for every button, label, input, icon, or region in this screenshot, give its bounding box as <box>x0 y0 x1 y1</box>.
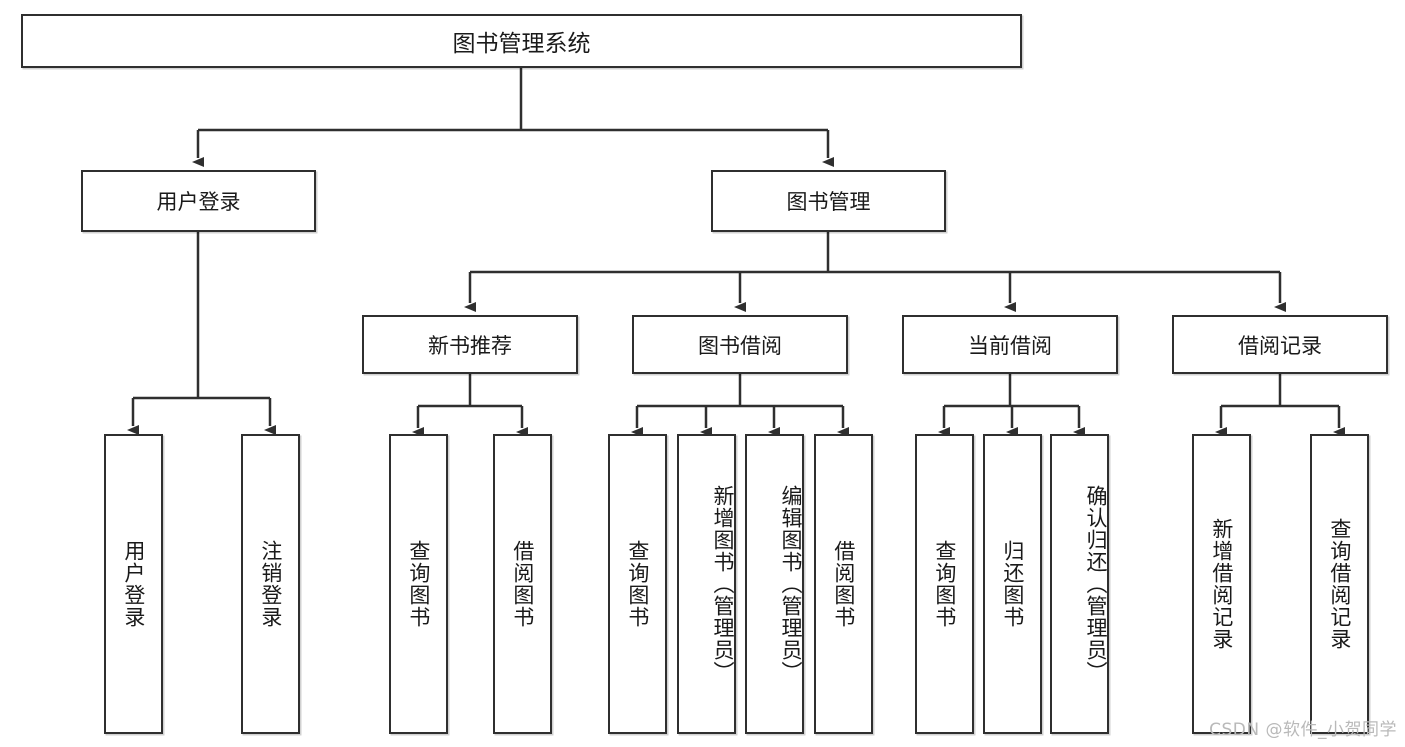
leaf-user-logout[interactable]: 注销登录 <box>241 434 300 734</box>
node-borrow-records[interactable]: 借阅记录 <box>1172 315 1388 374</box>
leaf-records-add-record[interactable]: 新增借阅记录 <box>1192 434 1251 734</box>
watermark-text: CSDN @软件_小贺同学 <box>1209 720 1397 740</box>
leaf-current-confirm-return-admin[interactable]: 确认归还（管理员） <box>1050 434 1109 734</box>
leaf-newbook-query-book[interactable]: 查询图书 <box>389 434 448 734</box>
leaf-borrow-query-book[interactable]: 查询图书 <box>608 434 667 734</box>
leaf-newbook-borrow-book[interactable]: 借阅图书 <box>493 434 552 734</box>
leaf-records-query-record[interactable]: 查询借阅记录 <box>1310 434 1369 734</box>
leaf-borrow-add-book-admin[interactable]: 新增图书（管理员） <box>677 434 736 734</box>
node-new-book-recommend[interactable]: 新书推荐 <box>362 315 578 374</box>
node-current-borrow[interactable]: 当前借阅 <box>902 315 1118 374</box>
node-root-system[interactable]: 图书管理系统 <box>21 14 1022 68</box>
leaf-user-login[interactable]: 用户登录 <box>104 434 163 734</box>
node-user-login[interactable]: 用户登录 <box>81 170 316 232</box>
leaf-borrow-edit-book-admin[interactable]: 编辑图书（管理员） <box>745 434 804 734</box>
node-book-management[interactable]: 图书管理 <box>711 170 946 232</box>
leaf-current-return-book[interactable]: 归还图书 <box>983 434 1042 734</box>
leaf-borrow-borrow-book[interactable]: 借阅图书 <box>814 434 873 734</box>
leaf-current-query-book[interactable]: 查询图书 <box>915 434 974 734</box>
node-book-borrow[interactable]: 图书借阅 <box>632 315 848 374</box>
